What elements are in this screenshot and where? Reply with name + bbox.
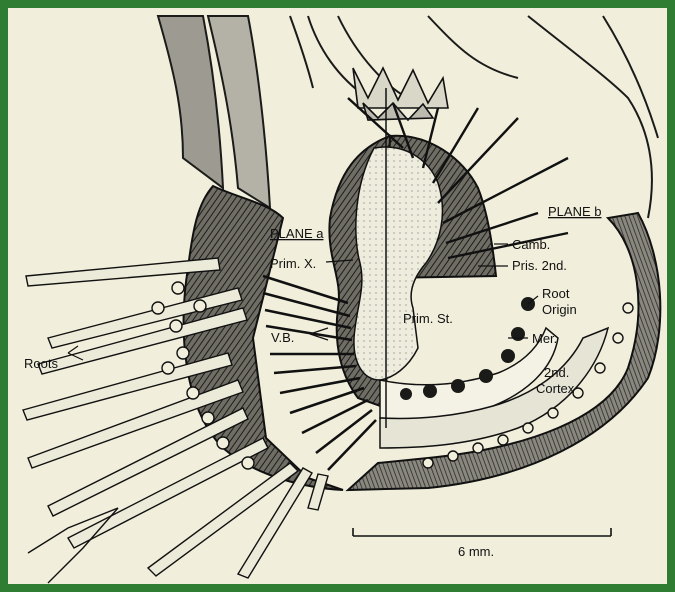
apical-tip [353,68,448,120]
label-plane-b: PLANE b [548,204,601,219]
roots [23,258,328,578]
label-pris-2nd: Pris. 2nd. [512,258,567,273]
scale-bar-label: 6 mm. [458,544,494,559]
label-prim-st: Prim. St. [403,311,453,326]
label-prim-x: Prim. X. [270,256,316,271]
label-cortex: Cortex [536,381,575,396]
label-vb: V.B. [271,330,294,345]
label-origin: Origin [542,302,577,317]
figure-frame: 6 mm. PLANE a PLANE b Prim. X. V.B. Root… [8,8,667,584]
label-plane-a: PLANE a [270,226,324,241]
botanical-diagram: 6 mm. PLANE a PLANE b Prim. X. V.B. Root… [8,8,667,584]
label-camb: Camb. [512,237,550,252]
label-roots: Roots [24,356,58,371]
label-mer: Mer. [532,331,557,346]
label-2nd: 2nd. [544,365,569,380]
scale-bar [353,528,611,536]
label-root: Root [542,286,570,301]
